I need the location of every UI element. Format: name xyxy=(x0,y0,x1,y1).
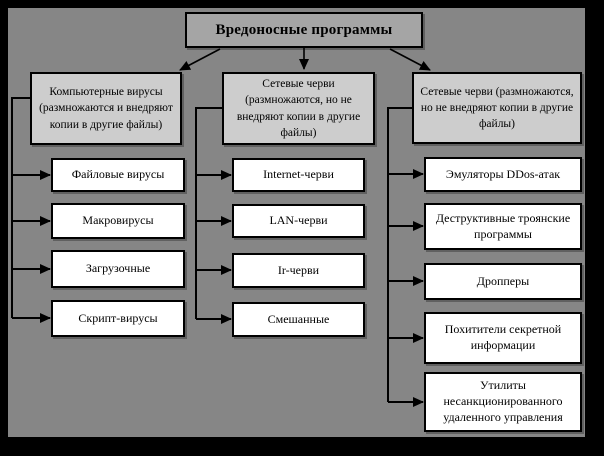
header-node-computer-viruses: Компьютерные вирусы (размножаются и внед… xyxy=(30,72,182,145)
leaf-node-file-viruses: Файловые вирусы xyxy=(51,158,185,192)
leaf-node-boot-viruses: Загрузочные xyxy=(51,250,185,288)
leaf-node-info-stealers: Похитители секретной информации xyxy=(424,312,582,364)
root-node: Вредоносные программы xyxy=(185,12,423,48)
leaf-node-mixed-worms: Смешанные xyxy=(232,302,365,337)
leaf-node-destructive-trojans: Деструктивные троянские программы xyxy=(424,203,582,250)
connector-col2-spine xyxy=(195,107,222,319)
header-node-network-worms-2: Сетевые черви (размножаются, но не внедр… xyxy=(412,72,582,144)
leaf-node-script-viruses: Скрипт-вирусы xyxy=(51,300,185,337)
leaf-node-lan-worms: LAN-черви xyxy=(232,204,365,238)
connector-col3-spine xyxy=(387,107,412,402)
connector-root-to-col3 xyxy=(389,48,431,71)
leaf-node-macro-viruses: Макровирусы xyxy=(51,203,185,239)
connector-root-to-col1 xyxy=(179,48,221,71)
leaf-node-droppers: Дропперы xyxy=(424,263,582,300)
leaf-node-internet-worms: Internet-черви xyxy=(232,158,365,192)
leaf-node-ir-worms: Ir-черви xyxy=(232,253,365,288)
connector-col1-spine xyxy=(11,97,30,318)
header-node-network-worms: Сетевые черви (размножаются, но не внедр… xyxy=(222,72,375,145)
leaf-node-remote-admin-utilities: Утилиты несанкционированного удаленного … xyxy=(424,372,582,432)
leaf-node-ddos-emulators: Эмуляторы DDos-атак xyxy=(424,157,582,192)
